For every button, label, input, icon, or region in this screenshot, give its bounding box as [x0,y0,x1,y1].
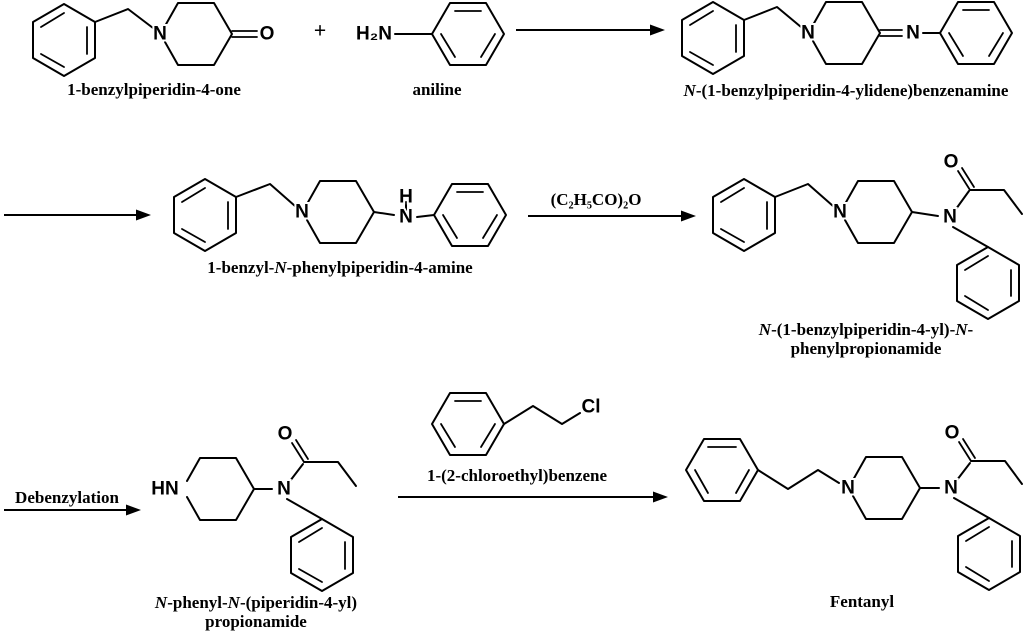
reagent-label-debenzylation: Debenzylation [15,488,119,507]
reaction-arrow-4 [4,504,141,516]
n-phenyl-bond [952,226,989,248]
atom-label-N: N [944,478,958,499]
atom-label-O: O [944,152,959,173]
benzene-ring [431,2,505,66]
c4-n-bond [911,211,939,217]
secondary-amine-group: H N [373,185,435,230]
atom-label-H: H [399,187,413,208]
propionamide-group: O [943,421,1023,485]
reaction-arrow-1 [516,24,665,36]
benzene-ring [712,178,776,252]
phenyl-ring [939,1,1013,65]
benzene-ring [431,392,505,456]
plus-operator: + [314,18,327,43]
ketone-group: O [231,22,276,47]
structure-fentanyl: O N N [685,421,1023,591]
reaction-arrow-5 [398,491,668,503]
benzene-ring [685,438,759,502]
compound-label-benzyl-propionamide-line2: phenylpropionamide [790,339,942,358]
reaction-arrow-2 [4,209,151,221]
propionamide-group: O [942,150,1023,215]
atom-label-N: N [295,202,309,223]
phenyl-ring [957,517,1021,591]
atom-label-N: N [943,207,957,228]
piperidine-ring [164,2,233,66]
atom-label-Cl: Cl [582,397,601,418]
compound-label-norfentanyl-line2: propionamide [205,612,307,631]
structure-1-benzylpiperidin-4-one: O N [32,2,276,77]
reagent-label-propionic-anhydride: (C₂H₅CO)₂O [550,190,642,209]
atom-label-O: O [260,24,275,45]
benzene-ring [681,1,745,75]
atom-label-HN: HN [151,479,178,500]
benzyl-ch2-bond [94,8,154,29]
atom-label-O: O [945,423,960,444]
benzyl-ch2-bond [774,183,834,207]
compound-label-fentanyl: Fentanyl [829,592,895,611]
compound-label-norfentanyl-line1: N-phenyl-N-(piperidin-4-yl) [154,593,358,612]
atom-label-N: N [801,23,815,44]
piperidine-ring [844,180,913,244]
compound-label-aniline: aniline [412,80,462,99]
atom-label-O: O [278,424,293,445]
structure-benzyl-propionamide: O N N [712,150,1023,320]
chloroethyl-chain [503,405,581,425]
piperidine-ring [812,1,881,65]
atom-label-N: N [153,24,167,45]
benzyl-ch2-bond [235,183,296,207]
compound-label-benzylpiperidinone: 1-benzylpiperidin-4-one [67,80,241,99]
n-phenyl-bond [953,497,990,519]
atom-label-N: N [833,202,847,223]
phenyl-ring [433,183,507,247]
structure-aniline: H₂N [354,2,505,66]
piperidine-ring [852,456,921,520]
benzene-ring [173,178,237,252]
compound-label-benzyl-phenyl-amine: 1-benzyl-N-phenylpiperidin-4-amine [207,258,473,277]
compound-label-benzyl-propionamide-line1: N-(1-benzylpiperidin-4-yl)-N- [758,320,974,339]
atom-label-N: N [399,207,413,228]
compound-label-ylidene-benzenamine: N-(1-benzylpiperidin-4-ylidene)benzenami… [683,81,1009,100]
atom-label-N: N [277,479,291,500]
structure-norfentanyl-propionamide: HN O N [149,422,357,592]
piperidine-ring [186,457,255,521]
n-phenyl-bond [286,498,323,520]
phenyl-ring [290,518,354,592]
propionamide-group: O [276,422,357,487]
benzene-ring [32,3,96,77]
structure-ylidene-benzenamine: N N [681,1,1013,75]
phenethyl-chain [757,469,840,490]
atom-label-NH2: H₂N [356,24,392,45]
phenyl-ring [956,246,1020,320]
compound-label-chloroethylbenzene: 1-(2-chloroethyl)benzene [426,466,608,485]
benzyl-ch2-bond [743,6,802,28]
piperidine-ring [306,180,375,244]
imine-group: N [879,21,941,46]
atom-label-N: N [906,23,920,44]
atom-label-N: N [841,478,855,499]
reaction-arrow-3 [528,210,696,222]
structure-benzyl-phenyl-amine: H N N [173,178,507,252]
structure-chloroethylbenzene: Cl [431,392,603,456]
